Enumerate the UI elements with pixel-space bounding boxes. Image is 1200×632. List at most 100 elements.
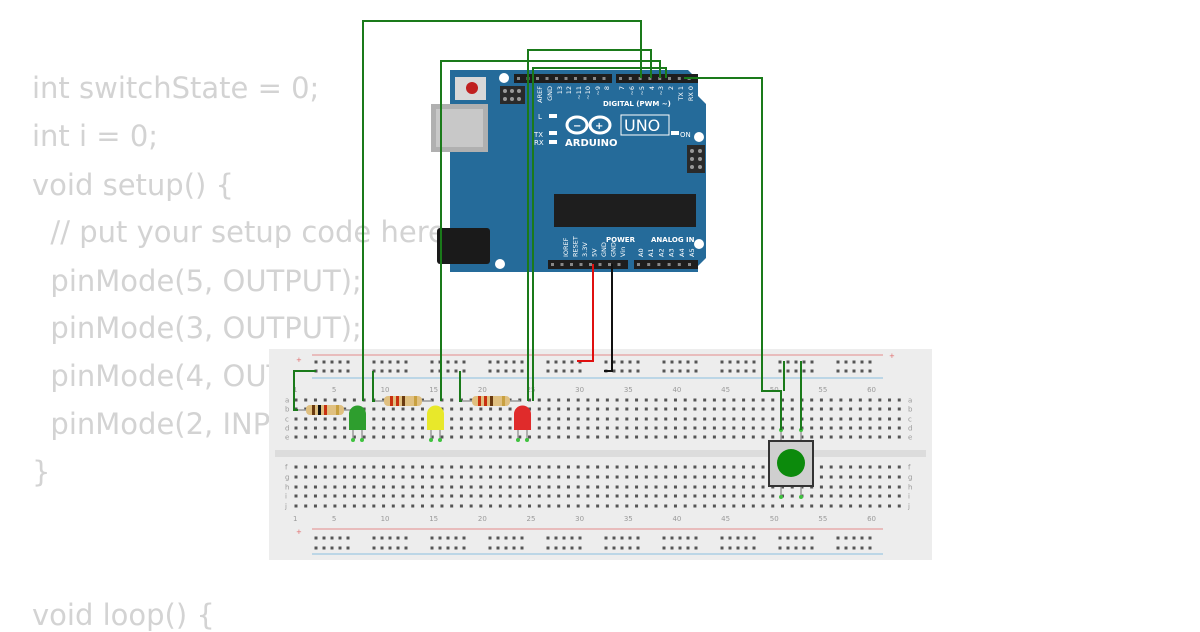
breadboard-hole xyxy=(628,536,632,540)
breadboard-hole xyxy=(489,504,493,508)
breadboard-hole xyxy=(576,426,580,430)
reset-button xyxy=(466,82,478,94)
breadboard-hole xyxy=(430,504,434,508)
breadboard-hole xyxy=(686,369,690,373)
breadboard-hole xyxy=(761,485,765,489)
breadboard-hole xyxy=(498,465,502,469)
breadboard-hole xyxy=(878,417,882,421)
led-body xyxy=(349,405,366,430)
column-number: 5 xyxy=(332,515,336,523)
breadboard-hole xyxy=(839,485,843,489)
header-pin xyxy=(560,263,564,266)
breadboard-hole xyxy=(752,360,756,364)
breadboard-hole xyxy=(635,475,639,479)
column-number: 55 xyxy=(818,515,827,523)
breadboard-hole xyxy=(333,417,337,421)
breadboard-hole xyxy=(396,546,400,550)
breadboard-hole xyxy=(897,435,901,439)
breadboard-hole xyxy=(411,435,415,439)
wires xyxy=(293,20,802,430)
breadboard-hole xyxy=(849,485,853,489)
breadboard-hole xyxy=(790,398,794,402)
breadboard-hole xyxy=(790,407,794,411)
breadboard-hole xyxy=(790,504,794,508)
breadboard-hole xyxy=(703,504,707,508)
breadboard-hole xyxy=(858,485,862,489)
breadboard-hole xyxy=(304,417,308,421)
breadboard-hole xyxy=(557,504,561,508)
breadboard-hole xyxy=(625,407,629,411)
push-button[interactable] xyxy=(768,428,814,499)
breadboard-hole xyxy=(888,417,892,421)
breadboard-hole xyxy=(450,475,454,479)
breadboard-hole xyxy=(612,536,616,540)
breadboard-hole xyxy=(489,475,493,479)
led-label-rx: RX xyxy=(534,139,544,147)
breadboard-hole xyxy=(664,485,668,489)
breadboard-hole xyxy=(732,426,736,430)
breadboard-hole xyxy=(686,536,690,540)
breadboard-hole xyxy=(508,417,512,421)
breadboard-hole xyxy=(612,546,616,550)
breadboard-hole xyxy=(683,485,687,489)
breadboard-hole xyxy=(596,417,600,421)
breadboard-hole xyxy=(635,504,639,508)
breadboard-hole xyxy=(504,536,508,540)
breadboard-hole xyxy=(742,475,746,479)
breadboard-hole xyxy=(304,475,308,479)
breadboard-hole xyxy=(858,398,862,402)
breadboard-hole xyxy=(683,475,687,479)
breadboard-hole xyxy=(430,465,434,469)
header-pin xyxy=(570,263,573,266)
breadboard-hole xyxy=(401,417,405,421)
breadboard-hole xyxy=(504,369,508,373)
column-number: 5 xyxy=(332,386,336,394)
breadboard-hole xyxy=(722,407,726,411)
breadboard-hole xyxy=(794,546,798,550)
breadboard-hole xyxy=(333,504,337,508)
breadboard-hole xyxy=(508,465,512,469)
breadboard-hole xyxy=(761,435,765,439)
breadboard-hole xyxy=(498,417,502,421)
breadboard-hole xyxy=(446,546,450,550)
led-pin-dot xyxy=(351,438,355,442)
breadboard-hole xyxy=(469,494,473,498)
breadboard-hole xyxy=(596,475,600,479)
breadboard-hole xyxy=(314,360,318,364)
breadboard-hole xyxy=(388,546,392,550)
pin-label: 13 xyxy=(556,86,564,94)
wire-pin4-yellow-led xyxy=(440,60,661,401)
breadboard-hole xyxy=(720,546,724,550)
breadboard-hole xyxy=(836,369,840,373)
breadboard-hole xyxy=(878,465,882,469)
breadboard-hole xyxy=(888,398,892,402)
breadboard-hole xyxy=(343,417,347,421)
breadboard-hole xyxy=(744,536,748,540)
breadboard-hole xyxy=(868,369,872,373)
breadboard-hole xyxy=(450,426,454,430)
breadboard-hole xyxy=(557,485,561,489)
header-pin xyxy=(638,77,642,80)
breadboard-hole xyxy=(586,426,590,430)
header-pin xyxy=(574,77,577,80)
column-number: 45 xyxy=(721,515,730,523)
breadboard-hole xyxy=(673,407,677,411)
breadboard-hole xyxy=(742,504,746,508)
breadboard-hole xyxy=(512,360,516,364)
breadboard-hole xyxy=(343,475,347,479)
mounting-hole xyxy=(694,132,704,142)
breadboard-hole xyxy=(605,504,609,508)
header-pins xyxy=(503,77,702,266)
breadboard-hole xyxy=(333,494,337,498)
mounting-hole xyxy=(499,73,509,83)
button-cap[interactable] xyxy=(777,449,805,477)
pin-label: 3.3V xyxy=(581,242,589,257)
header-pin xyxy=(688,263,691,266)
breadboard-hole xyxy=(752,546,756,550)
breadboard-hole xyxy=(294,398,298,402)
breadboard-hole xyxy=(391,435,395,439)
breadboard-hole xyxy=(446,360,450,364)
breadboard-hole xyxy=(625,485,629,489)
digital-header-label: DIGITAL (PWM ~) xyxy=(603,100,671,108)
breadboard-hole xyxy=(586,465,590,469)
